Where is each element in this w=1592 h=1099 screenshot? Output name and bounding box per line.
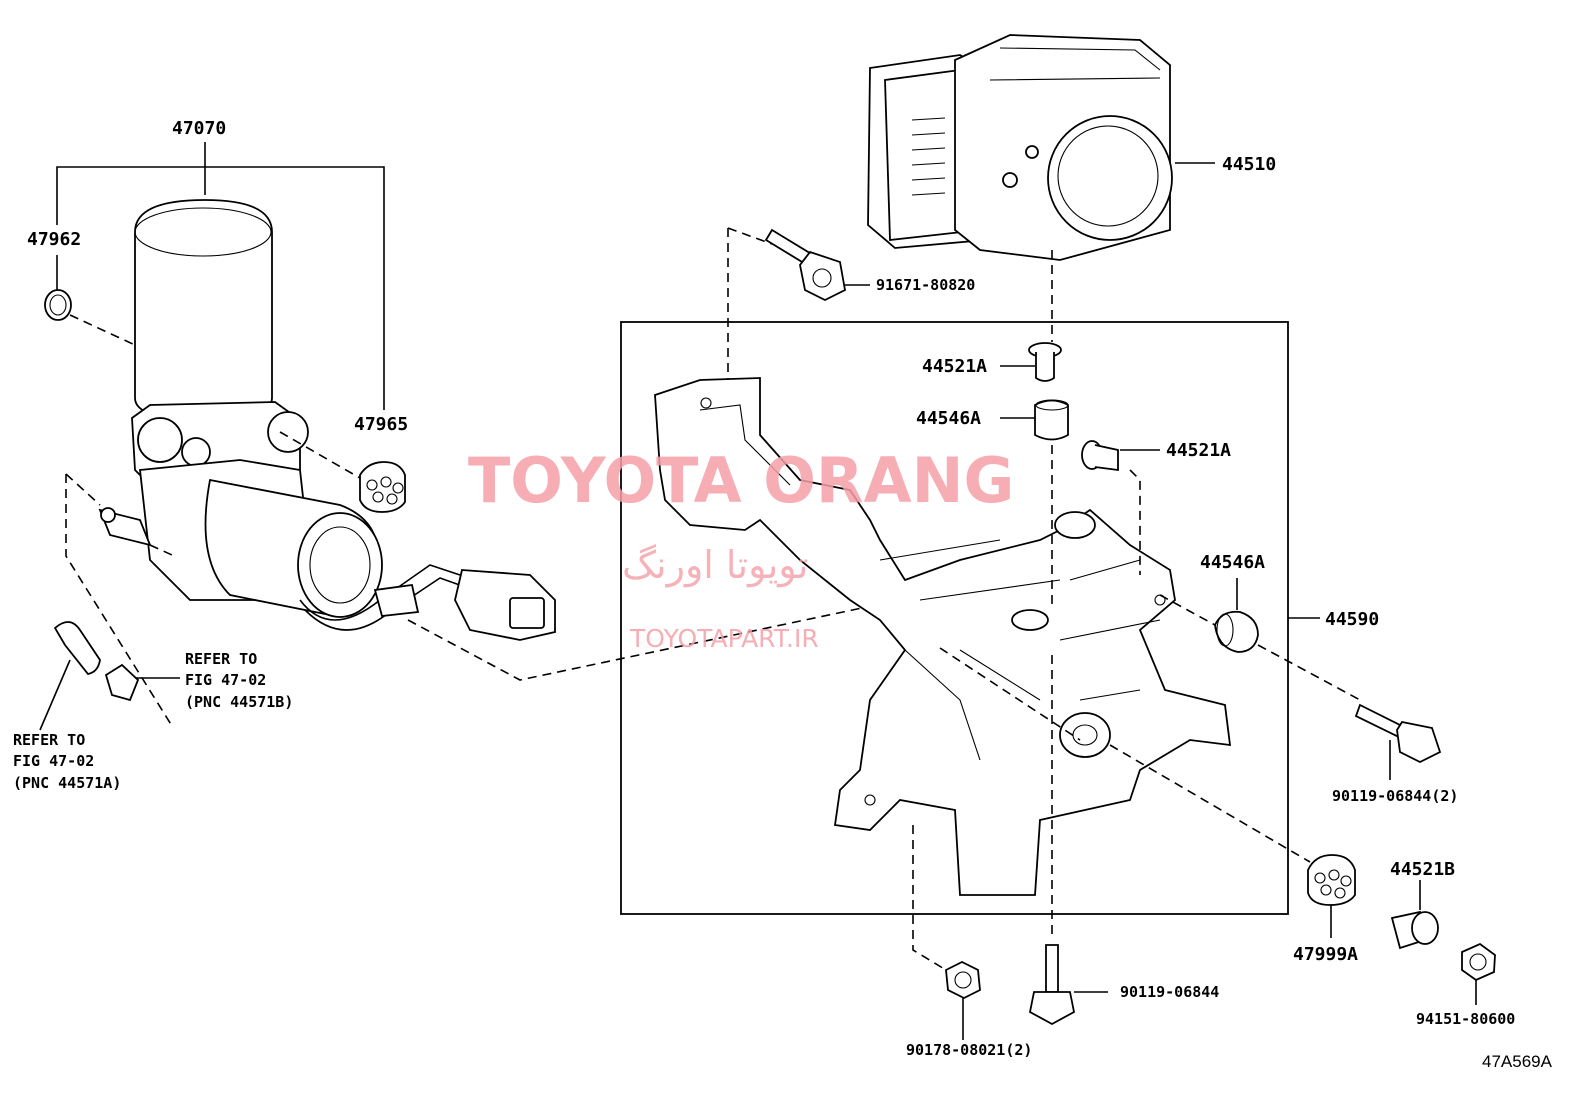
filter-47999A bbox=[1307, 854, 1356, 906]
label-44546A-right: 44546A bbox=[1200, 552, 1265, 573]
label-44546A-top: 44546A bbox=[916, 408, 981, 429]
bolt-90119-06844-2 bbox=[1354, 703, 1442, 764]
label-90119-06844-2: 90119-06844(2) bbox=[1332, 787, 1458, 805]
label-47965: 47965 bbox=[354, 414, 408, 435]
label-47070: 47070 bbox=[172, 118, 226, 139]
watermark-url: TOYOTAPART.IR bbox=[629, 624, 819, 653]
dashed-outline-left bbox=[65, 474, 173, 727]
ref-b-line-2: FIG 47-02 bbox=[185, 671, 266, 689]
ref-b-line-1: REFER TO bbox=[185, 650, 257, 668]
ref-a-line-1: REFER TO bbox=[13, 731, 85, 749]
ref-b-line-3: (PNC 44571B) bbox=[185, 693, 293, 711]
label-44521A-top: 44521A bbox=[922, 356, 987, 377]
ref-a-line-3: (PNC 44571A) bbox=[13, 774, 121, 792]
bolt-90119-06844 bbox=[1028, 944, 1076, 1026]
label-44521B: 44521B bbox=[1390, 859, 1455, 880]
label-44521A-right: 44521A bbox=[1166, 440, 1231, 461]
label-44510: 44510 bbox=[1222, 154, 1276, 175]
reference-note-44571B: REFER TO FIG 47-02 (PNC 44571B) bbox=[185, 650, 293, 711]
label-44590: 44590 bbox=[1325, 609, 1379, 630]
hose-and-clip bbox=[53, 621, 140, 702]
bracket-44590 bbox=[654, 377, 1232, 896]
watermark-subtitle: تویوتا اورنگ bbox=[622, 543, 809, 588]
collar-44521A-right bbox=[1081, 440, 1119, 472]
diagram-code: 47A569A bbox=[1482, 1052, 1553, 1071]
label-94151-80600: 94151-80600 bbox=[1416, 1010, 1515, 1028]
label-90178-08021-2: 90178-08021(2) bbox=[906, 1041, 1032, 1059]
leader-bracket-47070 bbox=[56, 166, 385, 410]
bolt-91671 bbox=[764, 228, 847, 302]
grommet-44546A-top bbox=[1034, 399, 1069, 441]
label-91671-80820: 91671-80820 bbox=[876, 276, 975, 294]
label-47962: 47962 bbox=[27, 229, 81, 250]
collar-44521A-top bbox=[1028, 342, 1062, 382]
abs-actuator bbox=[867, 34, 1173, 261]
label-90119-06844: 90119-06844 bbox=[1120, 983, 1219, 1001]
grommet-44546A-right bbox=[1214, 610, 1259, 653]
reference-note-44571A: REFER TO FIG 47-02 (PNC 44571A) bbox=[13, 731, 121, 792]
watermark-title: TOYOTA ORANG bbox=[468, 444, 1014, 517]
nut-94151 bbox=[1461, 942, 1496, 982]
filter-47965 bbox=[359, 461, 406, 513]
nut-90178 bbox=[945, 960, 981, 1000]
o-ring-47962 bbox=[44, 289, 72, 321]
label-47999A: 47999A bbox=[1293, 944, 1358, 965]
collar-44521B bbox=[1390, 910, 1439, 950]
pump-motor-assembly bbox=[98, 199, 556, 641]
ref-a-line-2: FIG 47-02 bbox=[13, 752, 94, 770]
